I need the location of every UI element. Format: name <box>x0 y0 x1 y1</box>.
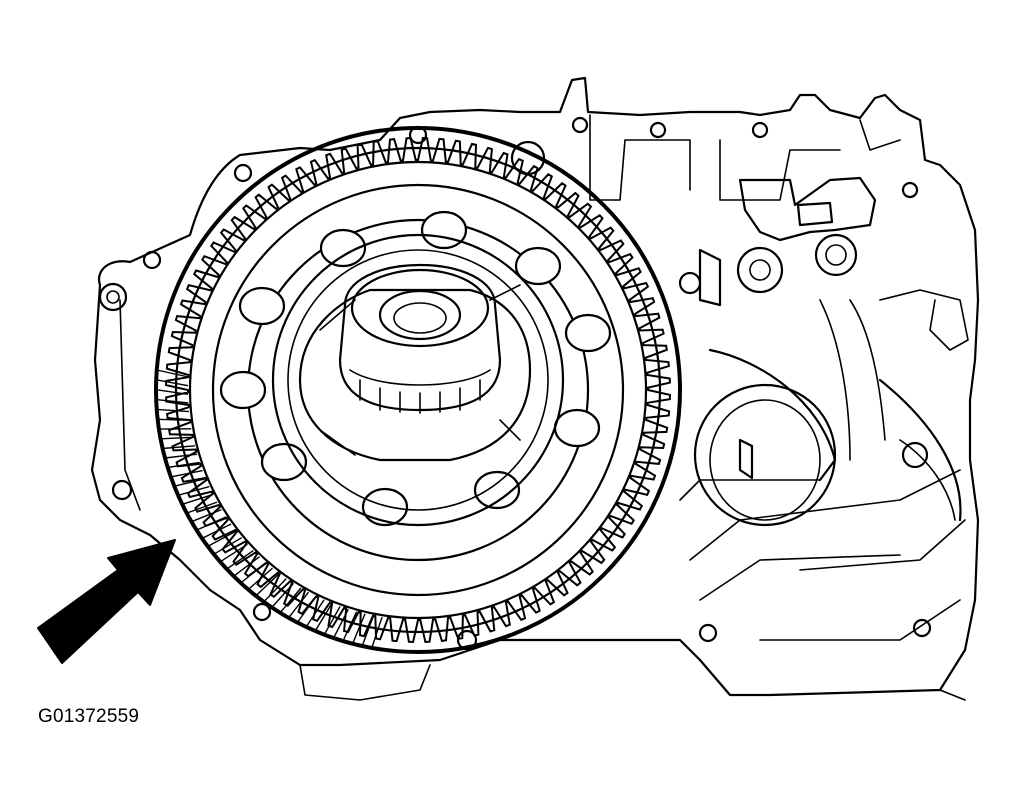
helical-tooth-line <box>155 389 189 395</box>
helical-tooth-line <box>201 523 232 540</box>
helical-tooth-line <box>296 595 317 624</box>
helical-tooth-line <box>247 567 273 591</box>
helical-tooth-line <box>226 550 254 570</box>
helical-tooth-line <box>177 485 210 496</box>
helical-tooth-line <box>156 369 189 378</box>
helical-tooth-line <box>156 408 190 413</box>
helical-tooth-line <box>157 418 191 421</box>
pointer-arrow <box>37 539 176 664</box>
helical-tooth-line <box>351 613 366 644</box>
helical-tooth-line <box>156 398 189 404</box>
helical-tooth-line <box>207 530 237 548</box>
center-bearing <box>338 263 502 414</box>
helical-tooth-line <box>162 445 195 450</box>
helical-tooth-line <box>170 469 203 478</box>
gear-teeth-outline <box>164 136 672 644</box>
helical-tooth-line <box>371 616 383 649</box>
helical-tooth-line <box>186 501 218 514</box>
pump-housing <box>693 176 962 527</box>
helical-tooth-line <box>213 537 243 555</box>
helical-tooth-line <box>164 453 198 459</box>
helical-tooth-line <box>288 591 310 619</box>
helical-tooth-line <box>167 461 200 469</box>
helical-tooth-line <box>271 582 295 608</box>
helical-tooth-line <box>305 599 325 628</box>
helical-tooth-line <box>174 478 206 487</box>
helical-tooth-line <box>191 508 222 523</box>
helical-tooth-line <box>263 578 287 603</box>
helical-tooth-line <box>240 561 267 584</box>
differential-carrier <box>219 210 612 527</box>
helical-tooth-line <box>332 608 349 639</box>
transaxle-case <box>90 76 980 701</box>
carrier-bolts <box>219 210 612 527</box>
helical-tooth-line <box>156 379 189 387</box>
helical-tooth-line <box>233 556 260 577</box>
figure-code-label: G01372559 <box>38 706 140 727</box>
helical-tooth-line <box>323 606 341 636</box>
helical-tooth-line <box>196 516 227 531</box>
helical-tooth-line <box>160 436 193 440</box>
helical-tooth-line <box>361 615 375 647</box>
helical-tooth-line <box>181 493 214 505</box>
helical-tooth-line <box>314 602 333 632</box>
ring-gear <box>154 126 682 654</box>
helical-tooth-line <box>219 543 248 563</box>
bolt-holes <box>98 116 932 651</box>
helical-tooth-line <box>342 611 358 642</box>
helical-tooth-line <box>279 587 302 614</box>
helical-tooth-line <box>255 572 280 597</box>
gear-teeth <box>155 136 672 649</box>
